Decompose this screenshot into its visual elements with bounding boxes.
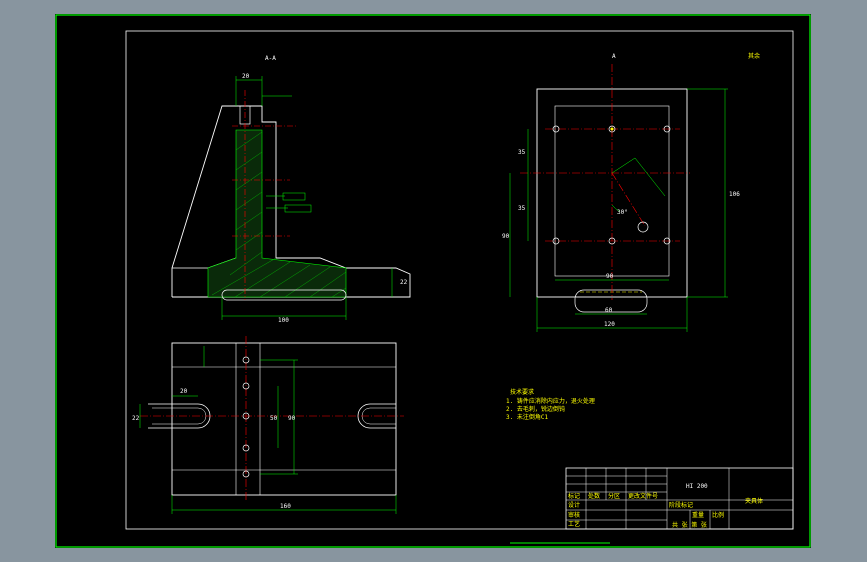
title-block-row-label-4: 更改文件号 <box>628 492 658 500</box>
section-base-slot <box>221 289 347 301</box>
section-label: A-A <box>265 55 276 62</box>
dim-106: 106 <box>729 191 740 198</box>
section-dimensions <box>221 76 393 320</box>
front-view-dimensions <box>139 346 397 514</box>
title-block[interactable]: HI 200 夹具体 标记 处数 分区 更改文件号 设计 审核 工艺 阶段标记 … <box>565 467 794 530</box>
section-hatch-area <box>207 129 347 298</box>
dim-50: 50 <box>270 415 278 422</box>
roughness-note: 其余 <box>748 52 760 60</box>
section-hatch-lines <box>211 131 347 298</box>
title-block-stage: 阶段标记 <box>669 501 693 509</box>
front-view[interactable]: 20 22 50 90 160 <box>132 336 404 514</box>
sheet-inner-frame <box>125 30 794 530</box>
dim-160: 160 <box>280 503 291 510</box>
drawing-sheet <box>55 14 811 548</box>
top-view-slot <box>574 289 648 313</box>
part-name: 夹具体 <box>745 497 763 505</box>
dim-20-front: 20 <box>180 388 188 395</box>
dim-90-front: 90 <box>288 415 296 422</box>
dim-22-front: 22 <box>132 415 140 422</box>
dim-35a: 35 <box>518 149 526 156</box>
dim-30-deg: 30° <box>617 209 628 216</box>
title-block-sheet: 共 张 第 张 <box>672 521 707 529</box>
dim-60: 60 <box>605 307 613 314</box>
part-number: HI 200 <box>686 483 708 490</box>
top-view-outline <box>536 88 688 298</box>
top-view-dimensions <box>509 88 728 332</box>
tech-req-item-3: 3. 未注倒角C1 <box>506 413 548 421</box>
tech-req-item-1: 1. 铸件应消除内应力，退火处理 <box>506 397 595 405</box>
front-view-holes <box>242 356 250 478</box>
top-view-holes <box>552 125 671 245</box>
top-view[interactable]: A 其余 <box>502 52 760 332</box>
dim-100: 100 <box>278 317 289 324</box>
title-block-review: 审核 <box>568 511 580 519</box>
title-block-process: 工艺 <box>568 520 580 528</box>
title-block-grid <box>566 468 793 529</box>
front-view-outline <box>171 342 397 496</box>
section-view-a-a[interactable]: A-A <box>171 55 411 324</box>
top-view-label: A <box>612 53 616 60</box>
title-block-row-label-3: 分区 <box>608 492 620 500</box>
title-block-frame <box>565 467 794 530</box>
technical-requirements: 技术要求 1. 铸件应消除内应力，退火处理 2. 去毛刺，锐边倒钝 3. 未注倒… <box>506 388 595 421</box>
dim-35b: 35 <box>518 205 526 212</box>
dim-20-top: 20 <box>242 73 250 80</box>
title-block-weight: 重量 <box>692 511 704 519</box>
title-block-design: 设计 <box>568 501 580 509</box>
dim-90v: 90 <box>502 233 510 240</box>
dim-120: 120 <box>604 321 615 328</box>
tech-req-item-2: 2. 去毛刺，锐边倒钝 <box>506 405 565 413</box>
section-center-lines <box>232 90 296 300</box>
dim-22: 22 <box>400 279 408 286</box>
sheet-outer-frame <box>55 14 811 548</box>
tech-req-title: 技术要求 <box>510 388 534 396</box>
title-block-row-label-2: 处数 <box>588 492 600 500</box>
title-block-scale: 比例 <box>712 511 724 519</box>
dim-90h: 90 <box>606 273 614 280</box>
title-block-row-label-1: 标记 <box>568 492 580 500</box>
